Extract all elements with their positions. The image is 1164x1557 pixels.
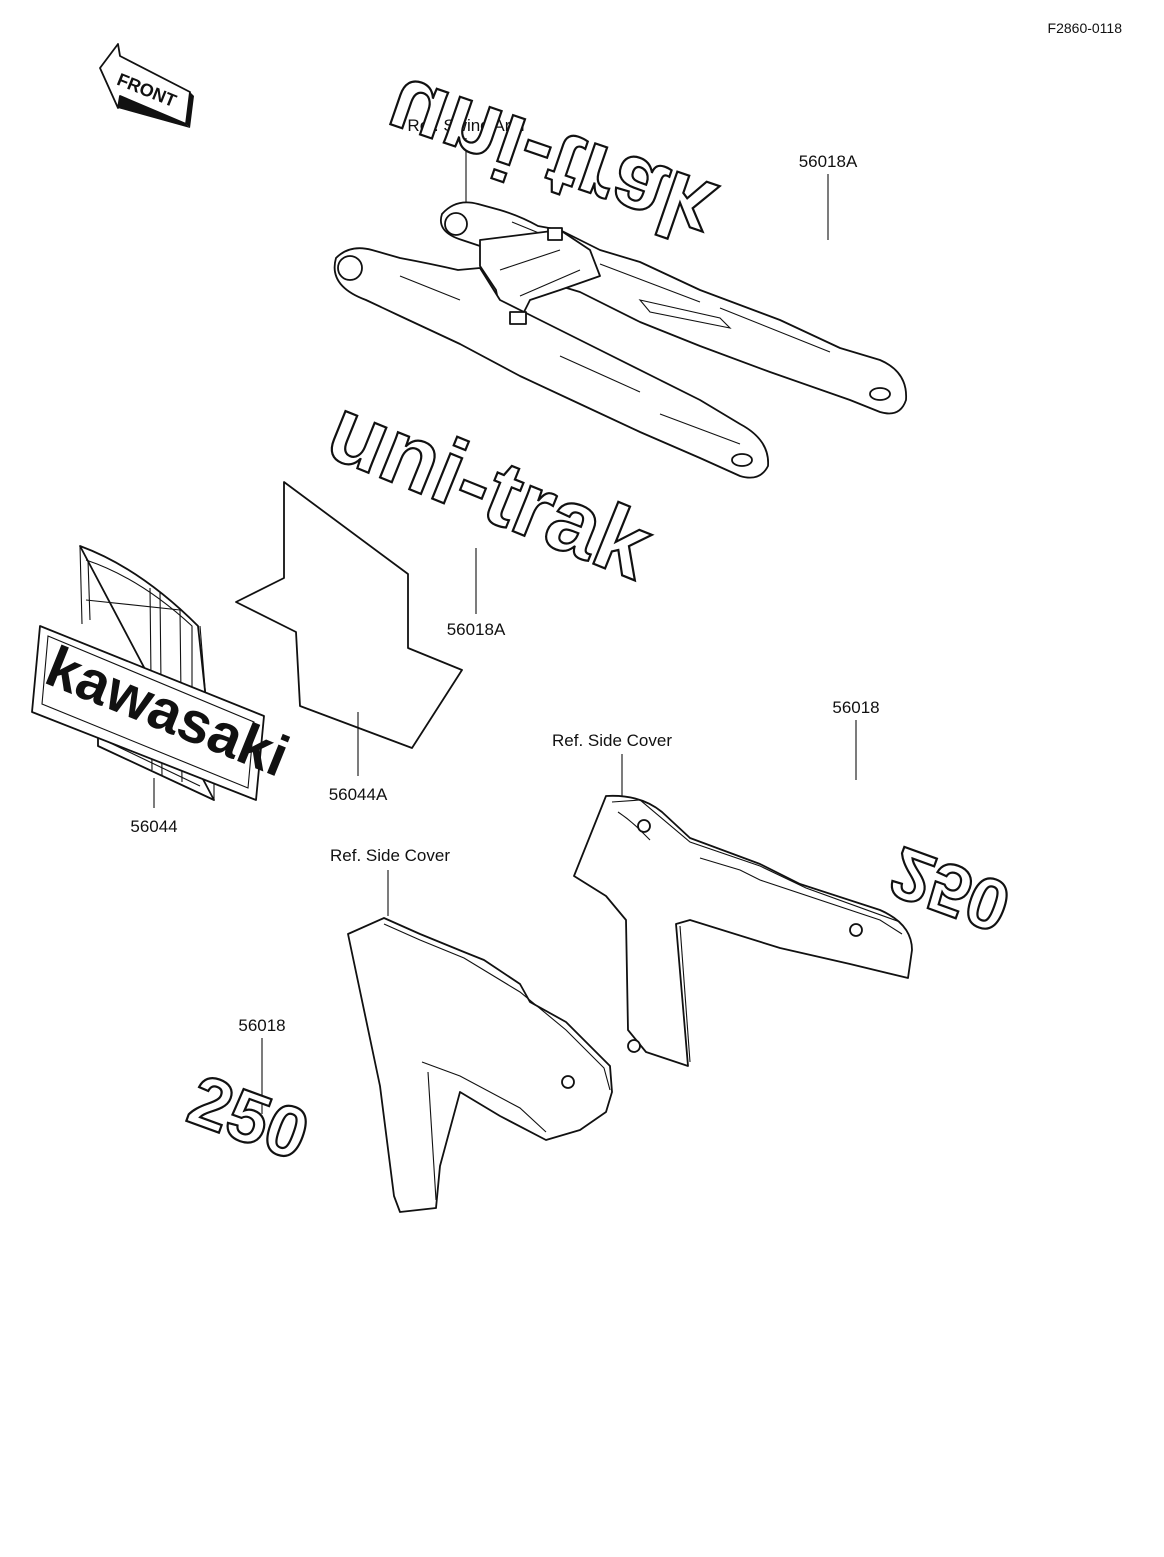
kawasaki-decal: kawasaki 56044 xyxy=(31,545,298,836)
front-arrow-icon: FRONT xyxy=(99,43,194,128)
side-cover-left: Ref. Side Cover xyxy=(330,846,613,1213)
part-number-56018-left: 56018 xyxy=(238,1016,285,1035)
part-number-56018-right: 56018 xyxy=(832,698,879,717)
ref-swing-arm-label: Ref. Swing Arm xyxy=(407,116,524,135)
emblem-250-left: 56018 250 xyxy=(177,1016,319,1177)
ref-side-cover-left-label: Ref. Side Cover xyxy=(330,846,450,865)
ref-side-cover-right-label: Ref. Side Cover xyxy=(552,731,672,750)
panel-56044A: 56044A xyxy=(235,481,463,804)
emblem-250-left-text: 250 xyxy=(179,1060,319,1176)
diagram-code: F2860-0118 xyxy=(1048,20,1123,36)
swing-arm-reference: Ref. Swing Arm xyxy=(333,116,907,479)
side-cover-right: Ref. Side Cover xyxy=(552,731,913,1067)
part-number-56044A: 56044A xyxy=(329,785,388,804)
part-number-56018A-top: 56018A xyxy=(799,152,858,171)
part-number-56018A-mid: 56018A xyxy=(447,620,506,639)
part-number-56044: 56044 xyxy=(130,817,177,836)
